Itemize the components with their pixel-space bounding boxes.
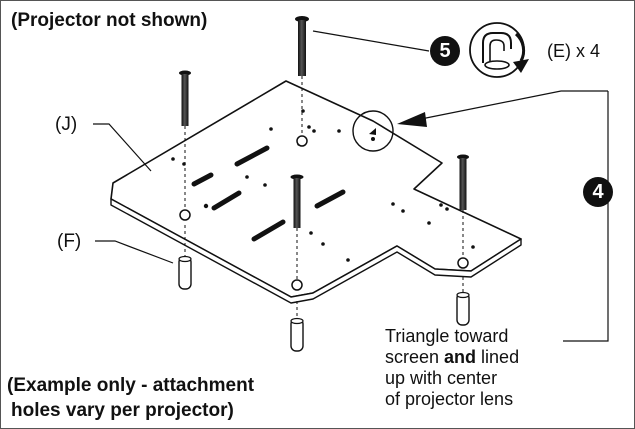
triangle-marker xyxy=(369,128,376,135)
plate-label: (J) xyxy=(55,114,78,135)
triangle-alignment-note: Triangle toward screen and lined up with… xyxy=(385,326,519,410)
plate-thickness-edge xyxy=(110,198,522,304)
spacer-leader-line xyxy=(95,240,174,264)
step5-leader-line xyxy=(312,30,430,52)
screwdriver-rotate-icon xyxy=(469,22,529,78)
step4-arrowhead xyxy=(397,112,427,127)
step-5-badge: 5 xyxy=(430,36,460,66)
screw-right xyxy=(457,154,469,269)
triangle-note-line-1: Triangle toward xyxy=(385,326,509,346)
projector-not-shown-note: (Projector not shown) xyxy=(11,10,208,31)
spacer-label: (F) xyxy=(57,231,82,252)
spacer-center xyxy=(290,301,304,352)
example-only-note: (Example only - attachment holes vary pe… xyxy=(7,373,254,423)
example-note-line-2: holes vary per projector) xyxy=(11,400,234,421)
triangle-callout-circle xyxy=(352,110,394,152)
plate-slots xyxy=(191,145,346,242)
triangle-note-line-3: up with center xyxy=(385,368,498,388)
spacer-right xyxy=(456,277,470,326)
screw-quantity-label: (E) x 4 xyxy=(547,41,601,61)
triangle-note-line-4: of projector lens xyxy=(385,389,514,409)
screw-center xyxy=(290,174,304,291)
step4-bracket-line xyxy=(563,91,609,342)
plate-holes xyxy=(171,109,475,262)
step4-arrow-line xyxy=(420,90,608,120)
screw-back xyxy=(295,16,309,147)
step-4-badge: 4 xyxy=(583,177,613,207)
example-note-line-1: (Example only - attachment xyxy=(7,375,255,396)
triangle-note-line-2: screen and lined xyxy=(385,347,520,367)
plate-leader-line xyxy=(93,123,152,172)
spacer-left xyxy=(178,225,192,290)
screw-left xyxy=(179,70,191,221)
